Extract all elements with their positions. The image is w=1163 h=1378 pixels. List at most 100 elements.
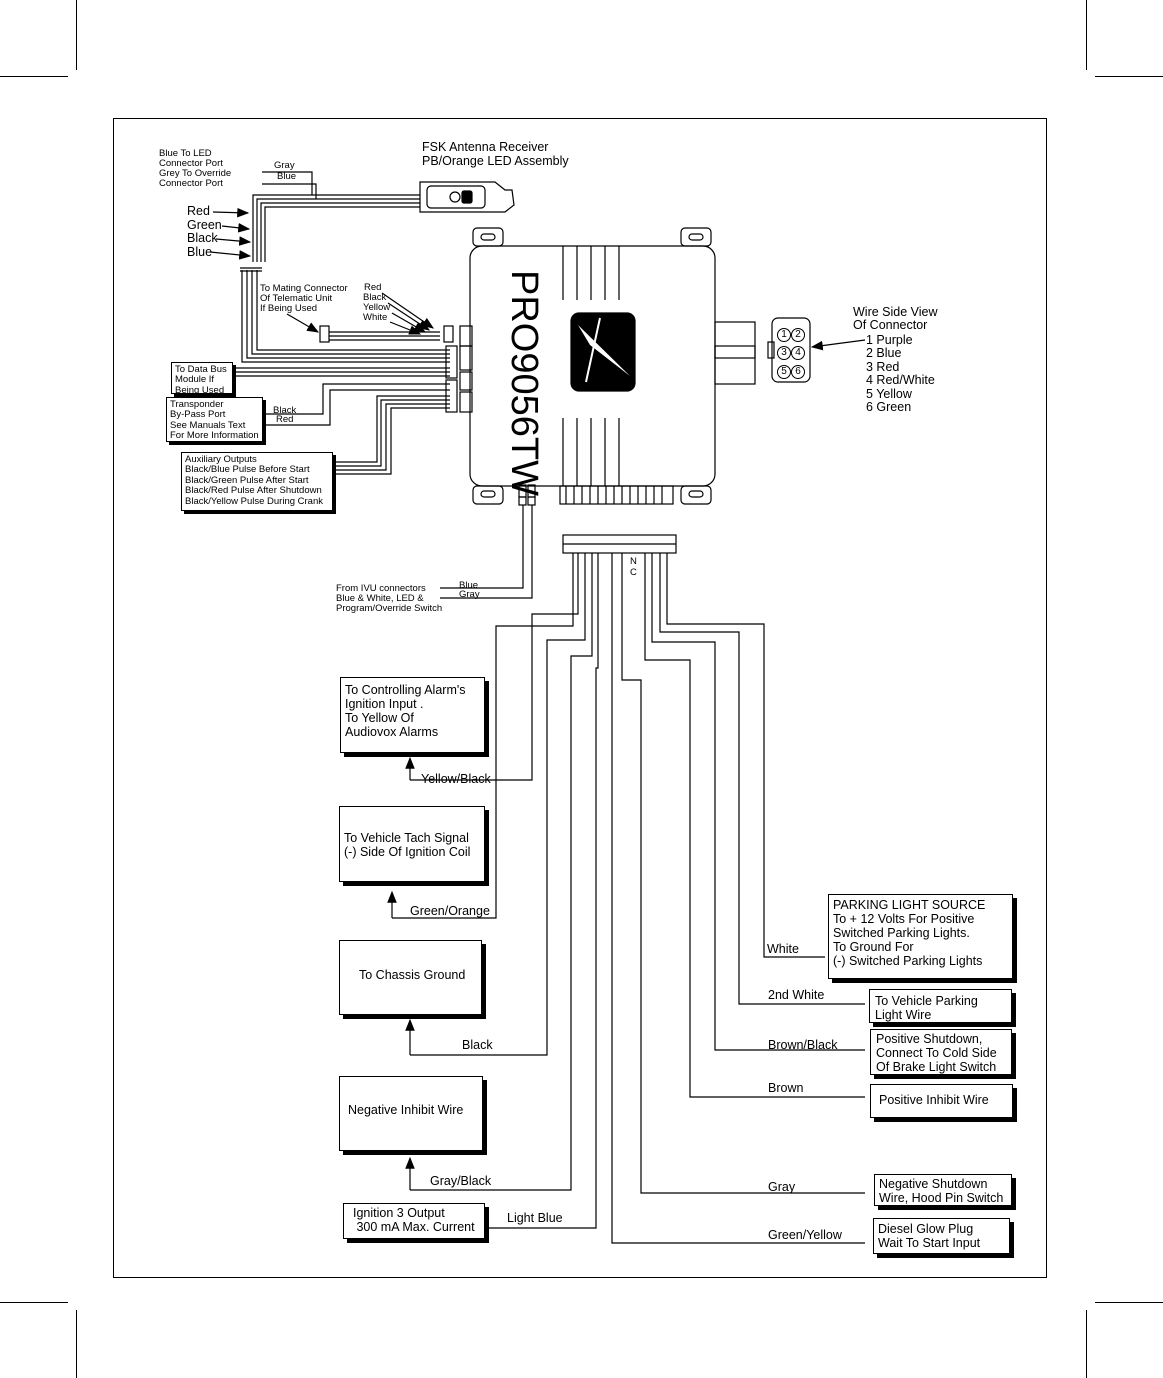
box-line: Positive Shutdown,	[876, 1032, 983, 1046]
wire-label-black: Black	[462, 1038, 493, 1052]
diagram-frame	[113, 118, 1047, 1278]
port-note-line: Connector Port	[159, 178, 223, 189]
wire-label-blue: Blue	[277, 171, 297, 182]
ivu-wire-blue: Blue	[459, 580, 479, 591]
box-line: Of Brake Light Switch	[876, 1060, 997, 1074]
crop-mark	[76, 1310, 77, 1378]
aux-output-line: Black/Yellow Pulse During Crank	[185, 495, 323, 507]
box-line: Ignition Input .	[345, 697, 424, 711]
parking-source-box: PARKING LIGHT SOURCE To + 12 Volts For P…	[828, 894, 1013, 979]
box-line: To + 12 Volts For Positive	[833, 912, 975, 926]
wire-label-brown-black: Brown/Black	[768, 1038, 838, 1052]
crop-mark	[1095, 76, 1163, 77]
box-line: To Yellow Of	[345, 711, 414, 725]
box-line: Negative Shutdown	[879, 1177, 988, 1191]
data-bus-line: Being Used	[175, 384, 225, 396]
crop-mark	[1086, 0, 1087, 70]
box-line: To Controlling Alarm's	[345, 683, 466, 697]
ivu-wire-gray: Gray	[459, 589, 480, 600]
wire-label-light-blue: Light Blue	[507, 1211, 563, 1225]
connector-pin: 5	[777, 365, 791, 379]
telematic-note: If Being Used	[260, 303, 318, 314]
port-note-line: Connector Port	[159, 158, 223, 169]
connector-view-title: Wire Side View	[853, 305, 938, 319]
crop-mark	[0, 1302, 68, 1303]
connector-pin: 2	[791, 328, 805, 342]
box-line: To Vehicle Parking	[875, 994, 978, 1008]
module-model-label: PRO9056TW	[503, 270, 545, 496]
positive-inhibit-box: Positive Inhibit Wire	[870, 1084, 1013, 1118]
aux-outputs-box: Auxiliary Outputs Black/Blue Pulse Befor…	[181, 452, 333, 511]
aux-output-line: Auxiliary Outputs	[185, 454, 257, 465]
data-bus-box: To Data Bus Module If Being Used	[171, 362, 233, 396]
telematic-wire-white: White	[363, 312, 388, 323]
transponder-wire-black: Black	[273, 405, 297, 416]
box-line: Connect To Cold Side	[876, 1046, 997, 1060]
led-assembly-title: FSK Antenna Receiver	[422, 140, 549, 154]
transponder-line: By-Pass Port	[170, 409, 226, 421]
wire-label-black: Black	[187, 231, 218, 245]
transponder-wire-red: Red	[276, 414, 294, 425]
wire-label-white: White	[767, 942, 799, 956]
box-line: Wire, Hood Pin Switch	[879, 1191, 1004, 1205]
positive-shutdown-box: Positive Shutdown, Connect To Cold Side …	[870, 1029, 1012, 1075]
box-line: Switched Parking Lights.	[833, 926, 970, 940]
telematic-note: Of Telematic Unit	[260, 293, 333, 304]
led-assembly-subtitle: PB/Orange LED Assembly	[422, 154, 569, 168]
connector-pin-item: 4 Red/White	[866, 373, 935, 387]
box-line: To Ground For	[833, 940, 914, 954]
connector-pin: 1	[777, 328, 791, 342]
parking-wire-box: To Vehicle Parking Light Wire	[869, 989, 1012, 1023]
telematic-wire-black: Black	[363, 292, 387, 303]
telematic-wire-yellow: Yellow	[363, 302, 391, 313]
chassis-ground-box: To Chassis Ground	[339, 940, 482, 1015]
box-line: Negative Inhibit Wire	[348, 1103, 464, 1117]
box-line: Audiovox Alarms	[345, 725, 439, 739]
connector-pin: 3	[777, 346, 791, 360]
ignition3-output-box: Ignition 3 Output 300 mA Max. Current	[343, 1203, 485, 1239]
nc-label-c: C	[630, 567, 637, 578]
crop-mark	[1086, 1310, 1087, 1378]
wire-label-green-orange: Green/Orange	[410, 904, 490, 918]
ivu-note: Blue & White, LED &	[336, 593, 424, 604]
port-note-line: Blue To LED	[159, 148, 212, 159]
box-line: To Chassis Ground	[359, 968, 466, 982]
wire-label-blue: Blue	[187, 245, 213, 259]
wire-label-brown: Brown	[768, 1081, 804, 1095]
negative-inhibit-box: Negative Inhibit Wire	[339, 1076, 483, 1151]
data-bus-line: To Data Bus	[175, 364, 227, 375]
ivu-note: Program/Override Switch	[336, 603, 443, 614]
glow-plug-box: Diesel Glow Plug Wait To Start Input	[873, 1218, 1010, 1254]
box-line: (-) Side Of Ignition Coil	[344, 845, 471, 859]
connector-pin-item: 1 Purple	[866, 333, 913, 347]
wire-label-green: Green	[187, 218, 222, 232]
wire-label-green-yellow: Green/Yellow	[768, 1228, 842, 1242]
connector-view-subtitle: Of Connector	[853, 318, 928, 332]
box-line: Positive Inhibit Wire	[879, 1093, 989, 1107]
ivu-note: From IVU connectors	[336, 583, 426, 594]
box-line: Ignition 3 Output	[353, 1206, 445, 1220]
telematic-wire-red: Red	[364, 282, 382, 293]
aux-output-line: Black/Green Pulse After Start	[185, 474, 309, 486]
box-line: Wait To Start Input	[878, 1236, 981, 1250]
transponder-line: For More Information	[170, 430, 259, 442]
connector-pin-item: 3 Red	[866, 360, 900, 374]
wire-label-gray-black: Gray/Black	[430, 1174, 492, 1188]
ignition-input-box: To Controlling Alarm's Ignition Input . …	[340, 677, 485, 753]
data-bus-line: Module If	[175, 374, 215, 386]
connector-pin-item: 2 Blue	[866, 346, 902, 360]
transponder-line: Transponder	[170, 399, 224, 410]
crop-mark	[1095, 1302, 1163, 1303]
negative-shutdown-box: Negative Shutdown Wire, Hood Pin Switch	[874, 1174, 1012, 1206]
box-line: Light Wire	[875, 1008, 932, 1022]
nc-label-n: N	[630, 556, 637, 567]
box-line: To Vehicle Tach Signal	[344, 831, 469, 845]
connector-pin: 4	[791, 346, 805, 360]
connector-pin: 6	[791, 365, 805, 379]
port-note-line: Grey To Override	[159, 168, 232, 179]
wire-label-red: Red	[187, 204, 210, 218]
aux-output-line: Black/Red Pulse After Shutdown	[185, 485, 322, 497]
box-line: (-) Switched Parking Lights	[833, 954, 983, 968]
transponder-box: Transponder By-Pass Port See Manuals Tex…	[166, 397, 263, 442]
